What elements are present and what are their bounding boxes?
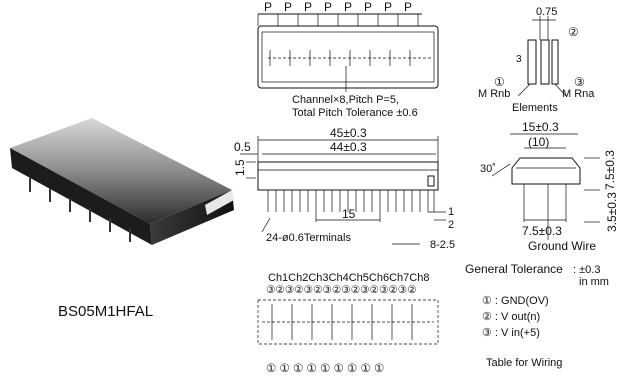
general-tolerance-label: General Tolerance	[465, 262, 563, 276]
label-m-rna: M Rna	[562, 88, 595, 100]
element-dim-3: 3	[516, 54, 522, 65]
element-dim-075: 0.75	[536, 6, 557, 18]
side-dim-7-5: 7.5±0.3	[522, 224, 562, 238]
side-view	[491, 133, 600, 240]
dim-45: 45±0.3	[330, 126, 367, 140]
wiring-top-row: ③②③②③②③②③②③②③②③②	[266, 284, 417, 296]
pitch-label: P	[324, 0, 332, 14]
circle-3-marker: ③	[574, 75, 585, 89]
dim-1: 1	[448, 206, 454, 218]
dim-2: 2	[448, 219, 454, 231]
elements-caption: Elements	[512, 102, 558, 114]
pitch-label: P	[284, 0, 292, 14]
side-dim-15: 15±0.3	[522, 120, 559, 134]
top-view	[257, 13, 439, 92]
dim-15: 15	[342, 207, 356, 221]
side-dim-7-5-vertical: 7.5±0.3	[603, 150, 617, 190]
pitch-label: P	[404, 0, 412, 14]
channel-labels: Ch1Ch2Ch3Ch4Ch5Ch6Ch7Ch8	[268, 272, 429, 284]
product-name: BS05M1HFAL	[58, 303, 153, 320]
wiring-table-caption: Table for Wiring	[486, 357, 562, 369]
product-photo	[10, 118, 234, 245]
elements-detail	[517, 16, 567, 97]
pitch-tolerance-note: Total Pitch Tolerance ±0.6	[292, 107, 418, 119]
legend-vout: ② : V out(n)	[482, 311, 540, 323]
pitch-label: P	[344, 0, 352, 14]
pitch-label: P	[304, 0, 312, 14]
pitch-label: P	[264, 0, 272, 14]
side-dim-3-5: 3.5±0.3	[605, 192, 618, 232]
label-m-rnb: M Rnb	[478, 88, 510, 100]
circle-2-marker: ②	[568, 25, 579, 39]
pitch-label: P	[364, 0, 372, 14]
general-tolerance-value: : ±0.3	[573, 264, 600, 276]
dim-8-2-5: 8-2.5	[430, 239, 455, 251]
legend-gnd: ① : GND(OV)	[482, 295, 549, 307]
dim-1-5: 1.5	[233, 159, 247, 176]
dim-0-5: 0.5	[234, 140, 251, 154]
ground-wire-label: Ground Wire	[528, 239, 596, 253]
wiring-bottom-row: ① ① ① ① ① ① ① ① ①	[266, 363, 384, 375]
wiring-diagram	[257, 299, 439, 345]
circle-1-marker: ①	[494, 75, 505, 89]
general-tolerance-unit: in mm	[579, 276, 609, 288]
legend-vin: ③ : V in(+5)	[482, 327, 540, 339]
front-view	[240, 136, 446, 245]
channel-note: Channel×8,Pitch P=5,	[292, 94, 399, 106]
side-dim-10: (10)	[528, 135, 549, 149]
pitch-label: P	[384, 0, 392, 14]
dim-44: 44±0.3	[330, 140, 367, 154]
angle-30: 30˚	[480, 163, 496, 175]
pitch-labels: P P P P P P P P	[264, 0, 412, 14]
terminals-note: 24-ø0.6Terminals	[266, 232, 351, 244]
